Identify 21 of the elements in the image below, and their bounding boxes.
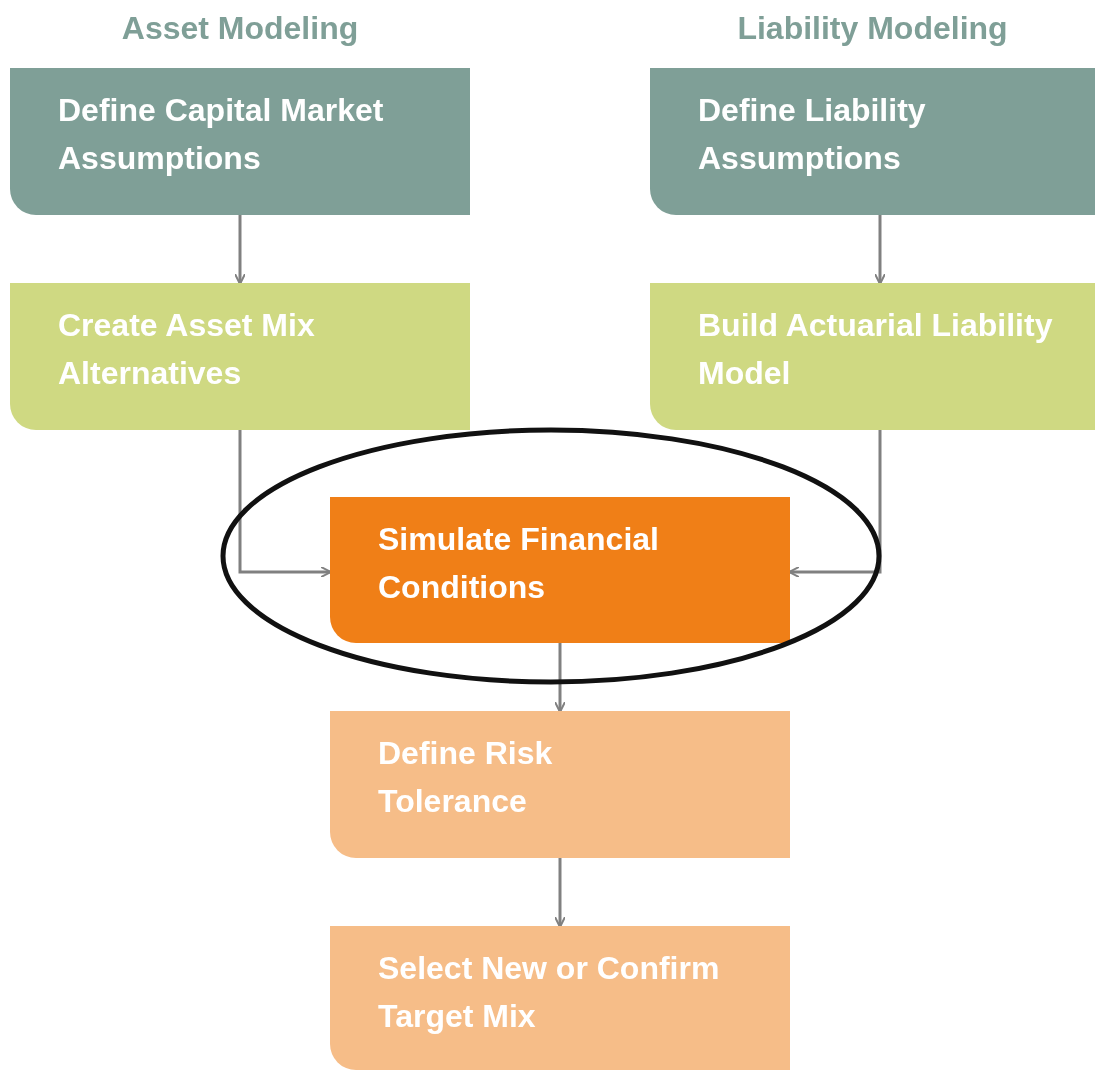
process-box: [10, 283, 470, 430]
step-label: Select New or Confirm Target Mix: [378, 949, 721, 1036]
process-box: [650, 68, 1095, 215]
step-label: Build Actuarial Liability Model: [698, 306, 1054, 393]
process-box: [330, 711, 790, 858]
arrow: [238, 430, 332, 578]
column-heading: Liability Modeling: [736, 9, 1009, 48]
arrow: [554, 643, 566, 713]
step-label: Define Capital Market Assumptions: [58, 91, 385, 178]
process-box: [330, 497, 790, 643]
step-label: Simulate Financial Conditions: [378, 520, 660, 607]
arrow: [554, 858, 566, 928]
step-label: Create Asset Mix Alternatives: [58, 306, 316, 393]
step-label: Define Risk Tolerance: [378, 734, 554, 821]
column-heading: Asset Modeling: [120, 9, 360, 48]
process-box: [330, 926, 790, 1070]
step-label: Define Liability Assumptions: [698, 91, 927, 178]
process-box: [10, 68, 470, 215]
process-box: [650, 283, 1095, 430]
arrow: [234, 215, 246, 285]
arrow: [874, 215, 886, 285]
